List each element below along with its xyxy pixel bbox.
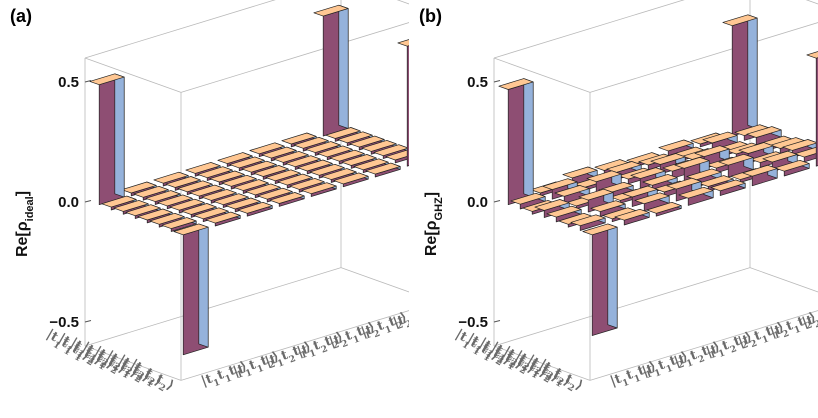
panel-label: (a) xyxy=(10,6,32,26)
bar xyxy=(89,73,125,206)
panel-label: (b) xyxy=(419,6,442,26)
bar xyxy=(646,201,682,217)
z-tick-label: −0.5 xyxy=(49,314,79,331)
bar xyxy=(634,192,670,212)
plot-box xyxy=(84,0,409,381)
bar xyxy=(718,153,754,178)
z-axis-label: Re[ρideal] xyxy=(14,191,36,257)
bar xyxy=(746,126,782,146)
bar xyxy=(161,217,197,232)
col-label: |t1t2t1⟩ xyxy=(672,339,723,373)
col-label: |t1t1t2⟩ xyxy=(231,349,282,383)
bar xyxy=(313,4,349,137)
bar xyxy=(205,211,241,227)
bar3d-chart-ideal: 0.50.0−0.5Re[ρideal]|t1t1t1⟩|t1t1t2⟩|t1t… xyxy=(14,0,409,394)
bar xyxy=(101,195,137,211)
bar xyxy=(546,205,582,223)
col-label: |t2t1t1⟩ xyxy=(327,320,378,354)
bar xyxy=(678,186,714,206)
col-label: |t1t2t2⟩ xyxy=(704,330,755,364)
bar xyxy=(397,39,409,167)
col-label: |t1t2t1⟩ xyxy=(263,339,314,373)
row-label: |t1t1t1⟩ xyxy=(451,327,502,367)
bars xyxy=(498,14,818,336)
bar xyxy=(614,208,650,226)
bar xyxy=(742,164,778,187)
bar xyxy=(582,223,618,336)
z-tick-label: 0.0 xyxy=(467,194,488,211)
bar xyxy=(365,162,401,178)
col-label: |t2t1t1⟩ xyxy=(736,320,787,354)
bar xyxy=(385,149,409,164)
z-axis-label: Re[ρGHZ] xyxy=(423,192,445,256)
col-label: |t2t1t2⟩ xyxy=(768,310,818,344)
bar xyxy=(173,223,209,356)
bar xyxy=(269,192,305,207)
row-label: |t2t1t1⟩ xyxy=(499,344,550,384)
col-label: |t2t1t2⟩ xyxy=(359,310,409,344)
bar xyxy=(722,14,758,137)
bar xyxy=(301,182,337,197)
col-label: |t1t1t1⟩ xyxy=(608,359,659,393)
bar xyxy=(498,78,534,206)
bar xyxy=(570,214,606,231)
col-label: |t1t1t2⟩ xyxy=(640,349,691,383)
z-tick-label: 0.5 xyxy=(58,74,79,91)
bar xyxy=(710,179,746,196)
bar xyxy=(702,131,738,151)
z-tick-label: −0.5 xyxy=(458,314,488,331)
bar xyxy=(510,192,546,210)
bar xyxy=(794,146,818,163)
bar3d-chart-ghz: 0.50.0−0.5Re[ρGHZ]|t1t1t1⟩|t1t1t2⟩|t1t2t… xyxy=(423,0,818,394)
bar xyxy=(333,172,369,188)
col-label: |t1t1t1⟩ xyxy=(199,359,250,393)
z-tick-label: 0.5 xyxy=(467,74,488,91)
row-label: |t2t2t1⟩ xyxy=(114,353,165,393)
bars xyxy=(89,4,409,356)
row-label: |t1t2t2⟩ xyxy=(487,340,538,380)
z-tick-label: 0.0 xyxy=(58,194,79,211)
col-label: |t1t2t2⟩ xyxy=(295,330,346,364)
bar xyxy=(774,159,810,177)
bar xyxy=(237,201,273,217)
row-label: |t1t1t1⟩ xyxy=(42,327,93,367)
